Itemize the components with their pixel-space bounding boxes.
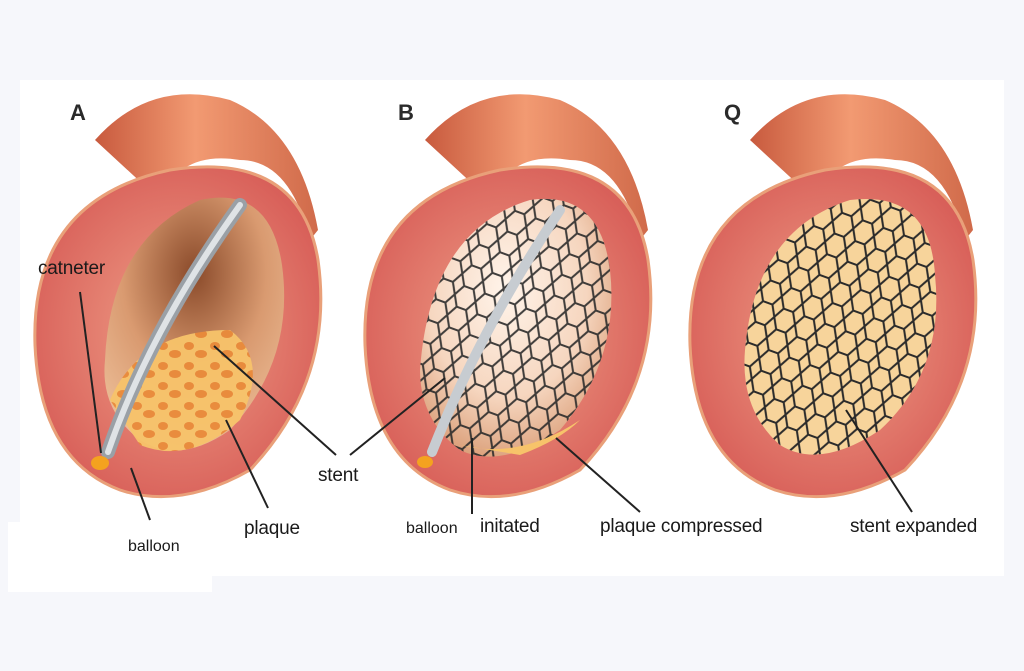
leader-plaque-compressed <box>555 437 641 513</box>
panel-letter-b: B <box>398 100 414 125</box>
panel-b-artery <box>363 94 653 499</box>
label-balloon-b: balloon <box>406 520 458 537</box>
leader-catheter <box>79 291 102 454</box>
panel-a-artery <box>33 94 323 499</box>
leader-lines <box>79 291 913 521</box>
label-patch-a <box>8 522 212 592</box>
label-plaque-compressed: plaque compressed <box>600 516 763 537</box>
leader-stent-expanded <box>845 409 913 513</box>
leader-stent-a <box>213 345 337 456</box>
panel-c-artery <box>688 94 978 499</box>
panel-letter-c: Q <box>724 100 742 125</box>
label-stent-expanded: stent expanded <box>850 516 978 537</box>
leader-stent-b <box>349 377 446 456</box>
panel-letter-a: A <box>70 100 86 125</box>
label-stent: stent <box>318 465 359 486</box>
label-catheter: catneter <box>38 258 106 279</box>
label-balloon-a: balloon <box>128 538 180 555</box>
label-plaque: plaque <box>244 518 300 539</box>
leader-plaque <box>225 419 269 509</box>
leader-balloon-a <box>130 467 151 521</box>
label-initated: initated <box>480 516 540 537</box>
